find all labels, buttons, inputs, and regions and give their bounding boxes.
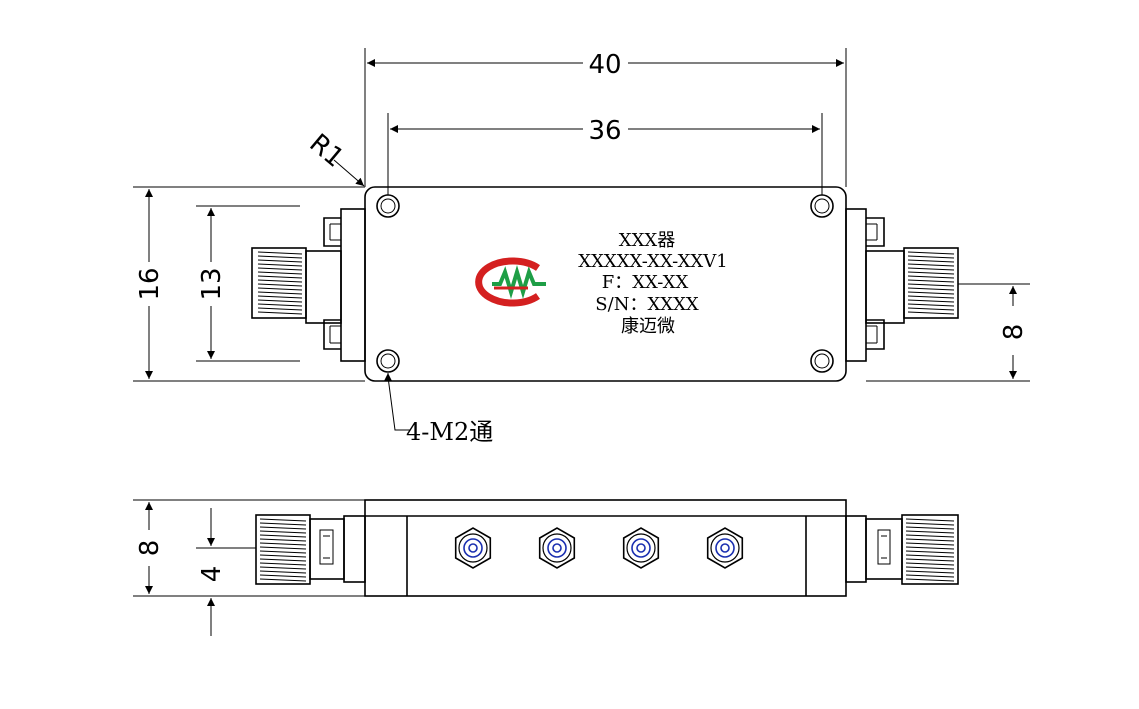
top-view: XXX器 XXXXX-XX-XXV1 F：XX-XX S/N：XXXX 康迈微 … [133,48,1030,446]
mount-hole [376,194,400,218]
left-connector-side [255,514,366,585]
mount-hole [810,349,834,373]
label-line3: F：XX-XX [602,272,689,293]
label-line2: XXXXX-XX-XXV1 [578,251,727,272]
m2-text: 4-M2通 [406,418,493,446]
label-line1: XXX器 [619,230,675,251]
side-view: 8 4 [133,499,959,636]
tuning-screw-nut [454,527,492,569]
dim-side-8-text: 8 [135,540,165,557]
mount-hole-callout: 4-M2通 [384,373,493,446]
dim-36-text: 36 [588,116,621,146]
dim-overall-height: 16 [133,186,365,382]
right-connector [845,208,959,362]
label-line4: S/N：XXXX [595,294,699,315]
mount-hole [376,349,400,373]
right-connector-side [845,514,959,585]
left-connector [251,208,366,362]
dim-8-text: 8 [999,324,1029,341]
label-line5: 康迈微 [621,316,675,337]
dim-side-4-text: 4 [197,566,227,583]
dim-hole-spacing-y: 13 [196,205,300,362]
dim-13-text: 13 [197,267,227,300]
tuning-screws [454,527,744,569]
mount-hole [810,194,834,218]
dim-overall-length: 40 [364,48,847,187]
dim-side-height: 8 [133,499,365,597]
side-body [364,499,847,597]
tuning-screw-nut [538,527,576,569]
tuning-screw-nut [706,527,744,569]
dim-hole-spacing-x: 36 [387,113,823,195]
dim-side-center: 4 [196,508,256,636]
dim-40-text: 40 [588,50,621,80]
dim-16-text: 16 [135,267,165,300]
cmw-logo [475,257,546,307]
tuning-screw-nut [622,527,660,569]
dim-connector-offset: 8 [866,283,1030,382]
corner-radius-callout: R1 [304,128,365,187]
